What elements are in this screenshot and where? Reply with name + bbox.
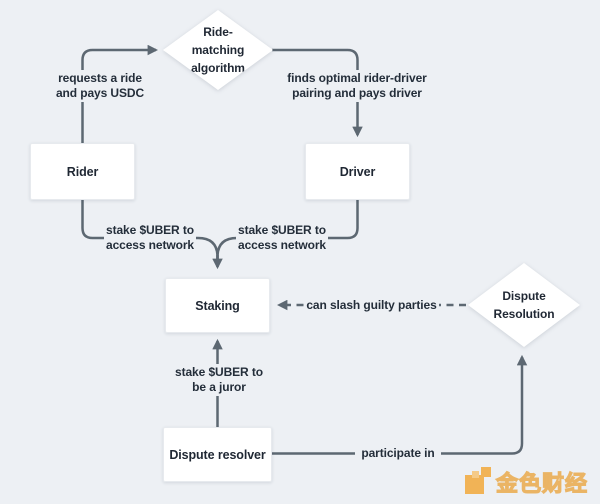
edge-label-can-slash: can slash guilty parties [304, 297, 439, 314]
node-dispute-resolution: Dispute Resolution [468, 263, 580, 347]
node-staking-label: Staking [195, 298, 240, 313]
edge-label-stake-access-right: stake $UBER to access network [236, 222, 328, 254]
node-dispute-resolver-label: Dispute resolver [169, 447, 266, 462]
edge-algorithm-to-driver [272, 48, 363, 138]
watermark-text: 金色财经 [495, 470, 588, 496]
node-rider-label: Rider [66, 164, 99, 179]
node-driver: Driver [305, 143, 410, 200]
diamond-shape: Dispute Resolution [468, 263, 580, 347]
edge-label-requests-ride: requests a ride and pays USDC [48, 70, 152, 102]
node-rider: Rider [30, 143, 135, 200]
edge-label-stake-access-left: stake $UBER to access network [104, 222, 196, 254]
edge-label-stake-juror: stake $UBER to be a juror [173, 364, 265, 396]
edge-label-participate-in: participate in [355, 445, 441, 462]
node-staking: Staking [165, 278, 270, 333]
edge-label-finds-optimal: finds optimal rider-driver pairing and p… [282, 70, 432, 102]
node-ride-matching-algorithm-label: Ride-matching algorithm [191, 25, 245, 75]
node-dispute-resolution-label: Dispute Resolution [493, 289, 555, 321]
diamond-shape: Ride-matching algorithm [163, 10, 273, 90]
edge-rider-to-algorithm [81, 44, 159, 143]
node-dispute-resolver: Dispute resolver [163, 427, 272, 482]
node-driver-label: Driver [339, 164, 376, 179]
watermark-logo: 金色财经 [464, 465, 588, 498]
edge-resolver-to-dispute [272, 354, 528, 455]
jinse-finance-icon [464, 465, 491, 498]
node-ride-matching-algorithm: Ride-matching algorithm [163, 10, 273, 90]
